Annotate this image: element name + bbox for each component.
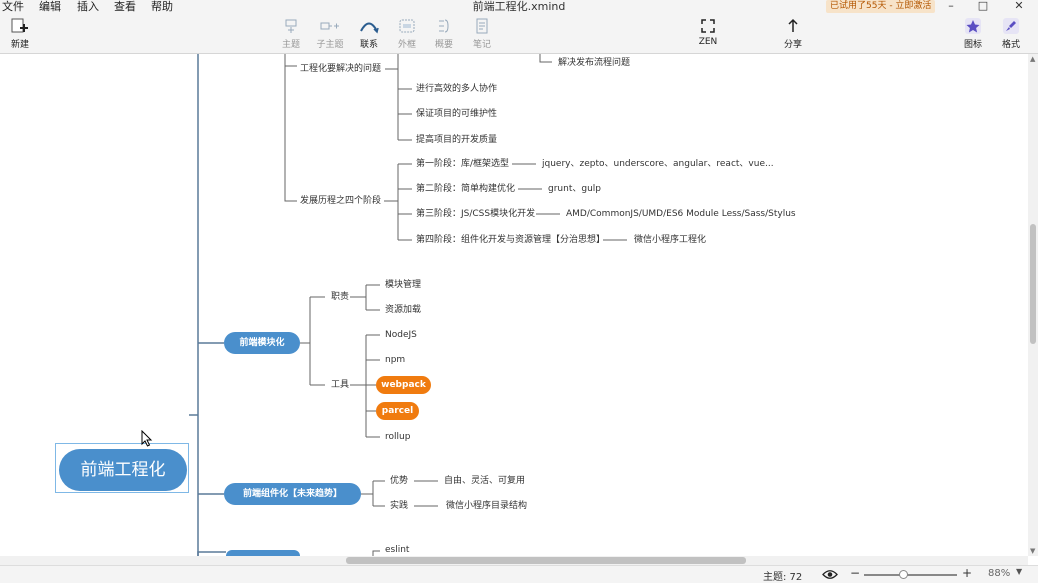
format-button[interactable]: 格式 [991,18,1031,50]
close-icon[interactable]: ✕ [1014,0,1024,12]
menu-insert[interactable]: 插入 [77,0,99,13]
relation-label: 联系 [359,40,378,50]
new-label: 新建 [10,40,29,50]
boundary-label: 外框 [397,40,416,50]
menu-file[interactable]: 文件 [2,0,24,13]
mindmap-canvas[interactable]: 解决发布流程问题 工程化要解决的问题 进行高效的多人协作 保证项目的可维护性 提… [0,54,1028,556]
maximize-icon[interactable]: □ [977,0,989,12]
summary-label: 概要 [434,40,453,50]
new-button[interactable]: 新建 [0,18,40,50]
note-button[interactable]: 笔记 [462,18,502,50]
minimize-icon[interactable]: – [948,0,954,12]
share-button[interactable]: 分享 [773,18,813,50]
advantage-topic[interactable]: 优势 [390,476,409,486]
brush-icon [991,18,1031,34]
practice-topic[interactable]: 实践 [390,501,409,511]
note-icon [462,18,502,34]
tool-rollup[interactable]: rollup [385,432,411,442]
menu-bar: 文件 编辑 插入 查看 帮助 前端工程化.xmind 已试用了55天 - 立即激… [0,0,1038,14]
stage-3[interactable]: 第三阶段：JS/CSS模块化开发 [416,209,536,219]
relation-icon [349,18,389,34]
component-topic[interactable]: 前端组件化【未来趋势】 [224,483,361,505]
zen-label: ZEN [698,37,718,47]
duty-resource-load[interactable]: 资源加载 [385,305,422,315]
boundary-button[interactable]: 外框 [387,18,427,50]
advantage-detail[interactable]: 自由、灵活、可复用 [444,476,526,486]
topic-label: 主题 [281,40,300,50]
note-label: 笔记 [472,40,491,50]
summary-icon [424,18,464,34]
stage-1[interactable]: 第一阶段：库/框架选型 [416,159,510,169]
tools-topic[interactable]: 工具 [331,380,350,390]
stage-4-detail[interactable]: 微信小程序工程化 [634,235,707,245]
next-topic-partial[interactable] [226,550,300,556]
topic-count: 主题: 72 [763,572,803,583]
zoom-slider-track[interactable] [864,574,957,576]
problems-topic[interactable]: 工程化要解决的问题 [300,64,382,74]
topic-icon [271,18,311,34]
share-icon [773,18,813,34]
relation-button[interactable]: 联系 [349,18,389,50]
star-icon [953,18,993,34]
stage-2[interactable]: 第二阶段：简单构建优化 [416,184,516,194]
horizontal-scroll-thumb[interactable] [346,557,746,564]
vertical-scrollbar[interactable]: ▲ ▼ [1028,54,1038,556]
subtopic-icon [310,18,350,34]
duty-topic[interactable]: 职责 [331,292,350,302]
toolbar: 新建 主题 子主题 联系 外框 概要 笔记 [0,14,1038,54]
eslint-item[interactable]: eslint [385,545,410,555]
tool-parcel[interactable]: parcel [376,402,419,420]
eye-icon[interactable] [822,569,838,580]
menu-help[interactable]: 帮助 [151,0,173,13]
tool-webpack[interactable]: webpack [376,376,431,394]
root-selection-frame [55,443,189,493]
format-label: 格式 [1001,40,1020,50]
stage-2-detail[interactable]: grunt、gulp [548,184,601,194]
zen-button[interactable]: ZEN [688,18,728,47]
icons-button[interactable]: 图标 [953,18,993,50]
menu-view[interactable]: 查看 [114,0,136,13]
tool-nodejs[interactable]: NodeJS [385,330,417,340]
problem-item-release[interactable]: 解决发布流程问题 [558,58,631,68]
duty-module-mgmt[interactable]: 模块管理 [385,280,422,290]
problem-item-maintain[interactable]: 保证项目的可维护性 [416,109,498,119]
scroll-down-icon[interactable]: ▼ [1030,547,1036,555]
zoom-dropdown-icon[interactable]: ▼ [1016,567,1023,576]
root-topic[interactable]: 前端工程化 [59,449,187,491]
zoom-slider-handle[interactable] [899,570,908,579]
tool-npm[interactable]: npm [385,355,406,365]
summary-button[interactable]: 概要 [424,18,464,50]
connector-lines [189,54,627,556]
boundary-icon [387,18,427,34]
stage-4[interactable]: 第四阶段：组件化开发与资源管理【分治思想】 [416,235,606,245]
fullscreen-icon [688,18,728,34]
horizontal-scrollbar[interactable] [0,556,1028,565]
problem-item-collab[interactable]: 进行高效的多人协作 [416,84,498,94]
scroll-up-icon[interactable]: ▲ [1030,55,1036,63]
status-bar: 主题: 72 − + 88% ▼ [0,565,1038,583]
modular-topic[interactable]: 前端模块化 [224,332,300,354]
subtopic-button[interactable]: 子主题 [310,18,350,50]
stage-1-detail[interactable]: jquery、zepto、underscore、angular、react、vu… [542,159,774,169]
mouse-cursor-icon [141,430,153,447]
practice-detail[interactable]: 微信小程序目录结构 [446,501,528,511]
zoom-out-icon[interactable]: − [850,566,861,580]
icons-label: 图标 [963,40,982,50]
subtopic-label: 子主题 [316,40,344,50]
problem-item-quality[interactable]: 提高项目的开发质量 [416,135,498,145]
menu-edit[interactable]: 编辑 [39,0,61,13]
topic-button[interactable]: 主题 [271,18,311,50]
stage-3-detail[interactable]: AMD/CommonJS/UMD/ES6 Module Less/Sass/St… [566,209,796,219]
new-file-icon [0,18,40,34]
history-topic[interactable]: 发展历程之四个阶段 [300,196,382,206]
trial-badge[interactable]: 已试用了55天 - 立即激活 [826,0,936,13]
share-label: 分享 [783,40,802,50]
zoom-level: 88% [988,568,1011,579]
zoom-in-icon[interactable]: + [962,566,973,580]
vertical-scroll-thumb[interactable] [1030,224,1036,344]
